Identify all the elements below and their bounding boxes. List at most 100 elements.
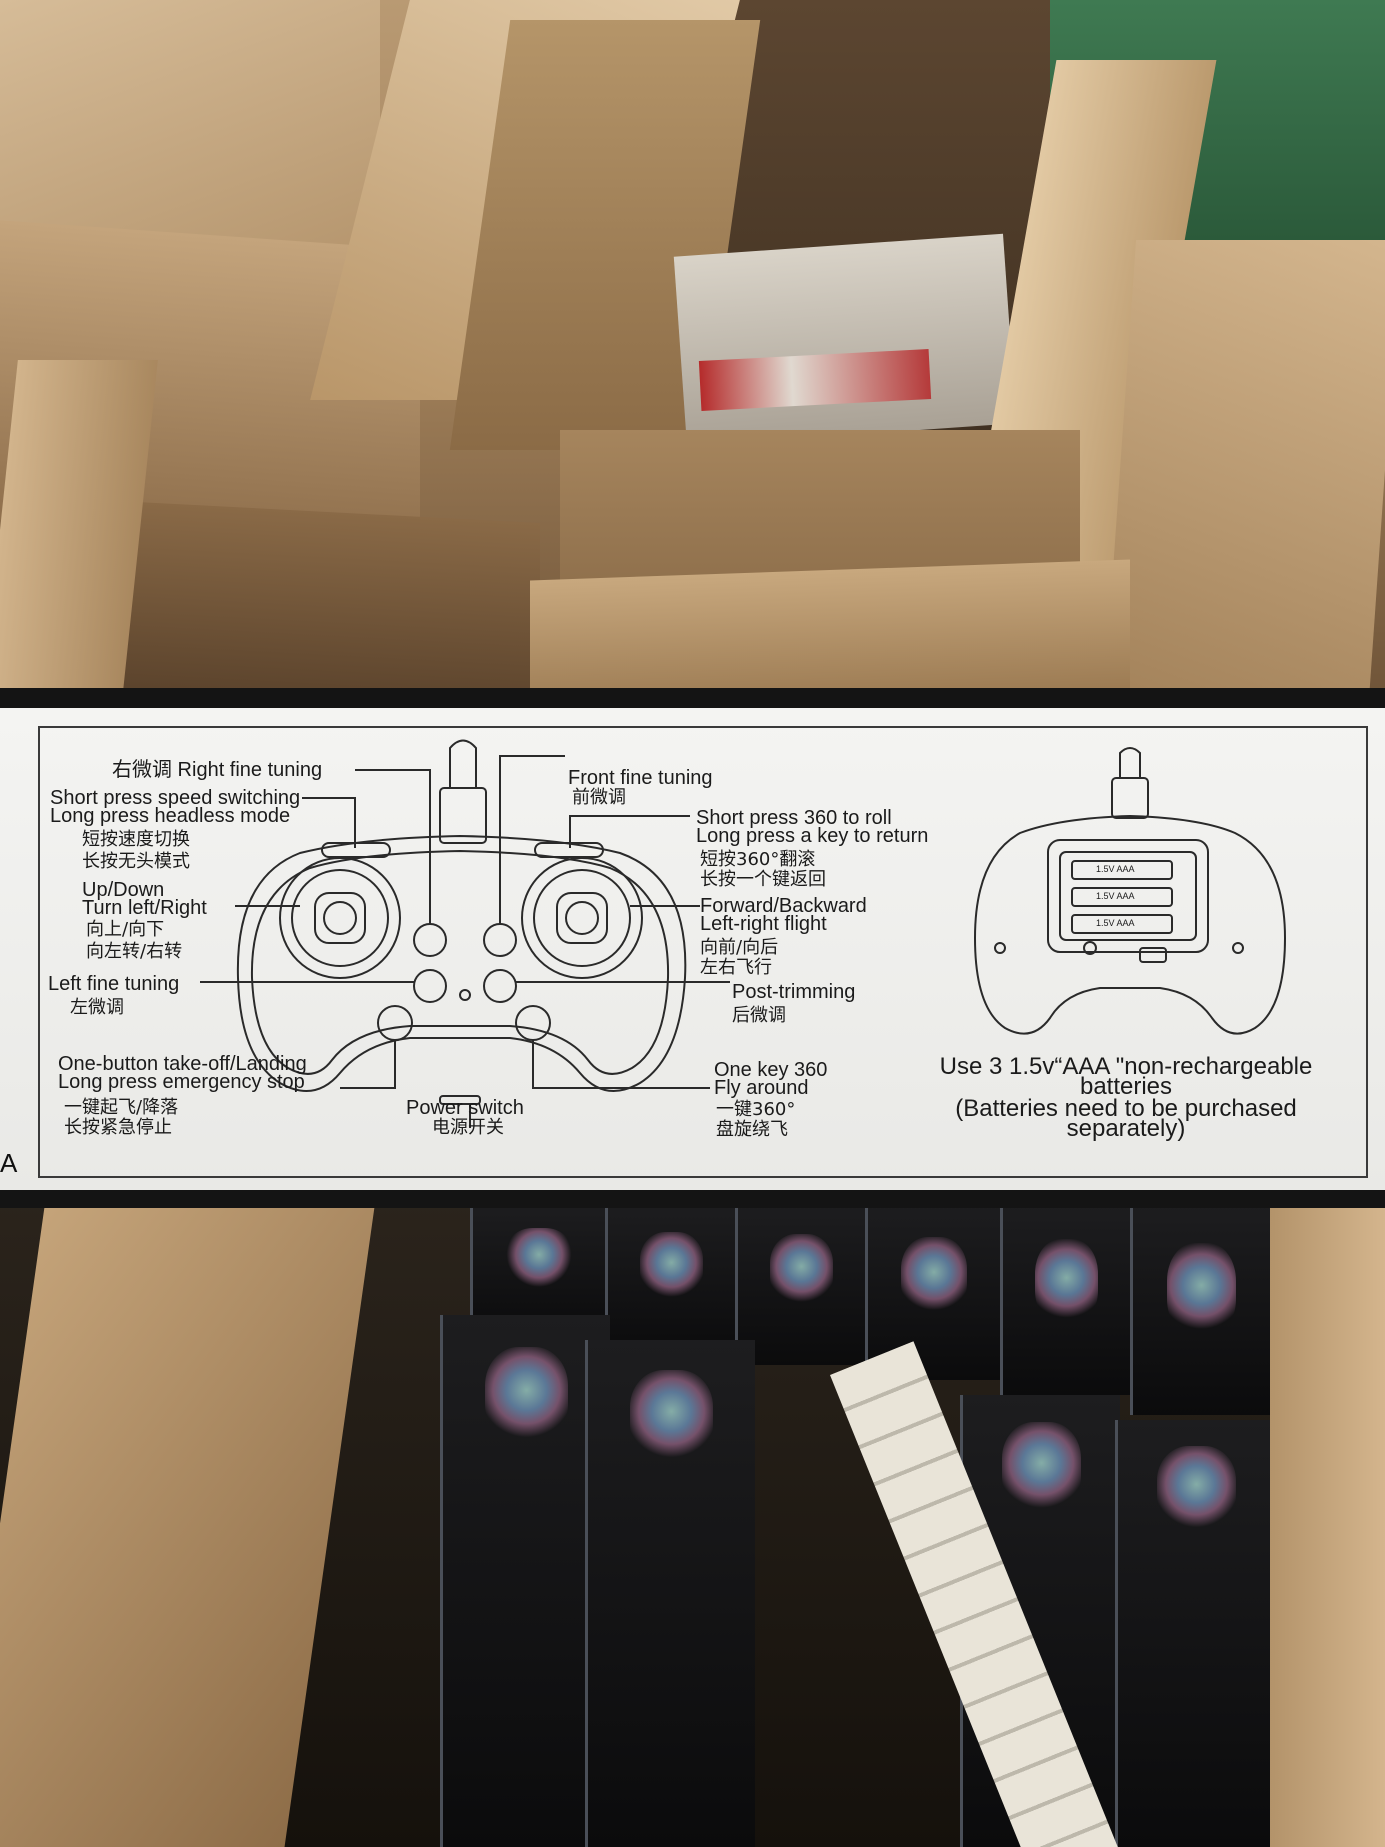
- leader-line: [355, 769, 431, 924]
- label-post-trimming-en: Post-trimming: [732, 981, 856, 1003]
- label-roll-cn-1: 短按360°翻滚: [700, 849, 816, 870]
- drone-emblem-icon: [506, 1228, 572, 1287]
- label-up-down-en: Up/Down: [82, 879, 165, 901]
- battery-cell-2-label: 1.5V AAA: [1096, 891, 1135, 901]
- cardboard-boxes-background: [0, 0, 1385, 714]
- antenna-icon: [449, 739, 477, 788]
- battery-cell-2-icon: [1071, 887, 1173, 907]
- label-fly-around-cn-2: 盘旋绕飞: [716, 1119, 788, 1140]
- controller-diagram: [200, 739, 1287, 1128]
- controller-outline: [236, 834, 687, 1092]
- label-left-fine-tuning-cn: 左微调: [70, 997, 124, 1018]
- drone-emblem-icon: [484, 1346, 569, 1443]
- label-speed-switch-cn-2: 长按无头模式: [82, 851, 190, 872]
- screw-icon: [994, 942, 1006, 954]
- fly-around-button: [515, 1005, 551, 1041]
- label-takeoff-en-1: One-button take-off/Landing: [58, 1053, 307, 1075]
- right-stick-cap: [556, 892, 608, 944]
- label-turn-en: Turn left/Right: [82, 897, 207, 919]
- instruction-strip: A: [0, 688, 1385, 1208]
- left-stick-icon: [323, 901, 357, 935]
- battery-cell-3-label: 1.5V AAA: [1096, 918, 1135, 928]
- drone-emblem-icon: [1034, 1239, 1099, 1325]
- label-forward-cn-2: 左右飞行: [700, 957, 772, 978]
- label-roll-en-1: Short press 360 to roll: [696, 807, 892, 829]
- battery-note-line-2: batteries: [1079, 1073, 1173, 1100]
- stacked-small-boxes: [673, 233, 1017, 447]
- product-box: [1000, 1205, 1130, 1395]
- right-stick-icon: [565, 901, 599, 935]
- label-power-switch-en: Power switch: [406, 1097, 524, 1119]
- left-stick-cap: [314, 892, 366, 944]
- product-box: [585, 1340, 755, 1847]
- product-box: [1115, 1420, 1275, 1847]
- drone-emblem-icon: [639, 1232, 704, 1300]
- label-front-fine-tuning-en: Front fine tuning: [568, 767, 713, 789]
- battery-cell-1-label: 1.5V AAA: [1096, 864, 1135, 874]
- label-speed-switch-en-2: Long press headless mode: [50, 805, 291, 827]
- label-takeoff-en-2: Long press emergency stop: [58, 1071, 305, 1093]
- back-trim-button: [483, 969, 517, 1003]
- battery-bay: [1059, 851, 1197, 941]
- battery-note-line-3: (Batteries need to be purchased: [955, 1095, 1297, 1122]
- label-takeoff-cn-2: 长按紧急停止: [64, 1117, 172, 1138]
- left-trim-button: [413, 969, 447, 1003]
- label-roll-cn-2: 长按一个键返回: [700, 869, 826, 890]
- battery-latch-icon: [1139, 947, 1167, 963]
- rear-antenna-icon: [1119, 747, 1141, 778]
- leader-line: [302, 797, 356, 848]
- battery-cell-3-icon: [1071, 914, 1173, 934]
- edge-letter: A: [0, 1148, 18, 1178]
- indicator-led-icon: [459, 989, 471, 1001]
- instruction-panel: A: [0, 708, 1385, 1190]
- label-turn-cn: 向左转/右转: [86, 941, 183, 962]
- left-stick-ring: [279, 857, 401, 979]
- drone-emblem-icon: [1157, 1445, 1236, 1531]
- label-fly-around-en-1: One key 360: [714, 1059, 828, 1081]
- product-box: [1130, 1205, 1270, 1415]
- label-fly-around-cn-1: 一键360°: [716, 1099, 796, 1120]
- battery-compartment: [1047, 839, 1209, 953]
- screw-icon: [1232, 942, 1244, 954]
- drone-emblem-icon: [1167, 1242, 1236, 1338]
- drone-emblem-icon: [629, 1370, 714, 1462]
- product-box: [440, 1315, 610, 1847]
- label-left-fine-tuning-en: Left fine tuning: [48, 973, 180, 995]
- cardboard-flap: [1270, 1200, 1385, 1847]
- label-speed-switch-en-1: Short press speed switching: [50, 787, 301, 809]
- controller-inner-outline: [250, 849, 670, 1075]
- takeoff-button: [377, 1005, 413, 1041]
- label-takeoff-cn-1: 一键起飞/降落: [64, 1097, 179, 1118]
- rear-controller-outline: [973, 814, 1287, 1035]
- battery-cell-1-icon: [1071, 860, 1173, 880]
- label-up-down-cn: 向上/向下: [86, 919, 165, 940]
- label-power-switch-cn: 电源开关: [432, 1117, 504, 1138]
- leader-line: [499, 755, 565, 924]
- rear-antenna-base: [1111, 777, 1149, 819]
- drone-emblem-icon: [769, 1233, 834, 1306]
- instruction-frame: [38, 726, 1368, 1178]
- leader-line: [569, 815, 690, 848]
- label-fly-around-en-2: Fly around: [714, 1077, 809, 1099]
- right-trim-button: [413, 923, 447, 957]
- label-forward-cn-1: 向前/向后: [700, 937, 779, 958]
- battery-note-line-1: Use 3 1.5v“AAA "non-rechargeable: [939, 1053, 1313, 1080]
- drone-emblem-icon: [901, 1236, 967, 1316]
- left-stick-inner: [291, 869, 389, 967]
- label-roll-en-2: Long press a key to return: [696, 825, 929, 847]
- product-box: [735, 1205, 865, 1365]
- cardboard-flap: [1103, 240, 1385, 700]
- product-box: [470, 1205, 605, 1335]
- label-front-fine-tuning-cn: 前微调: [572, 787, 626, 808]
- drone-emblem-icon: [1002, 1422, 1081, 1513]
- right-stick-inner: [533, 869, 631, 967]
- leader-line: [340, 1040, 396, 1089]
- label-forward-en-1: Forward/Backward: [700, 895, 867, 917]
- power-switch-icon: [439, 1095, 481, 1105]
- label-speed-switch-cn-1: 短按速度切换: [82, 829, 190, 850]
- front-trim-button: [483, 923, 517, 957]
- label-right-fine-tuning: 右微调 Right fine tuning: [112, 759, 323, 781]
- right-stick-ring: [521, 857, 643, 979]
- leader-line: [532, 1040, 710, 1089]
